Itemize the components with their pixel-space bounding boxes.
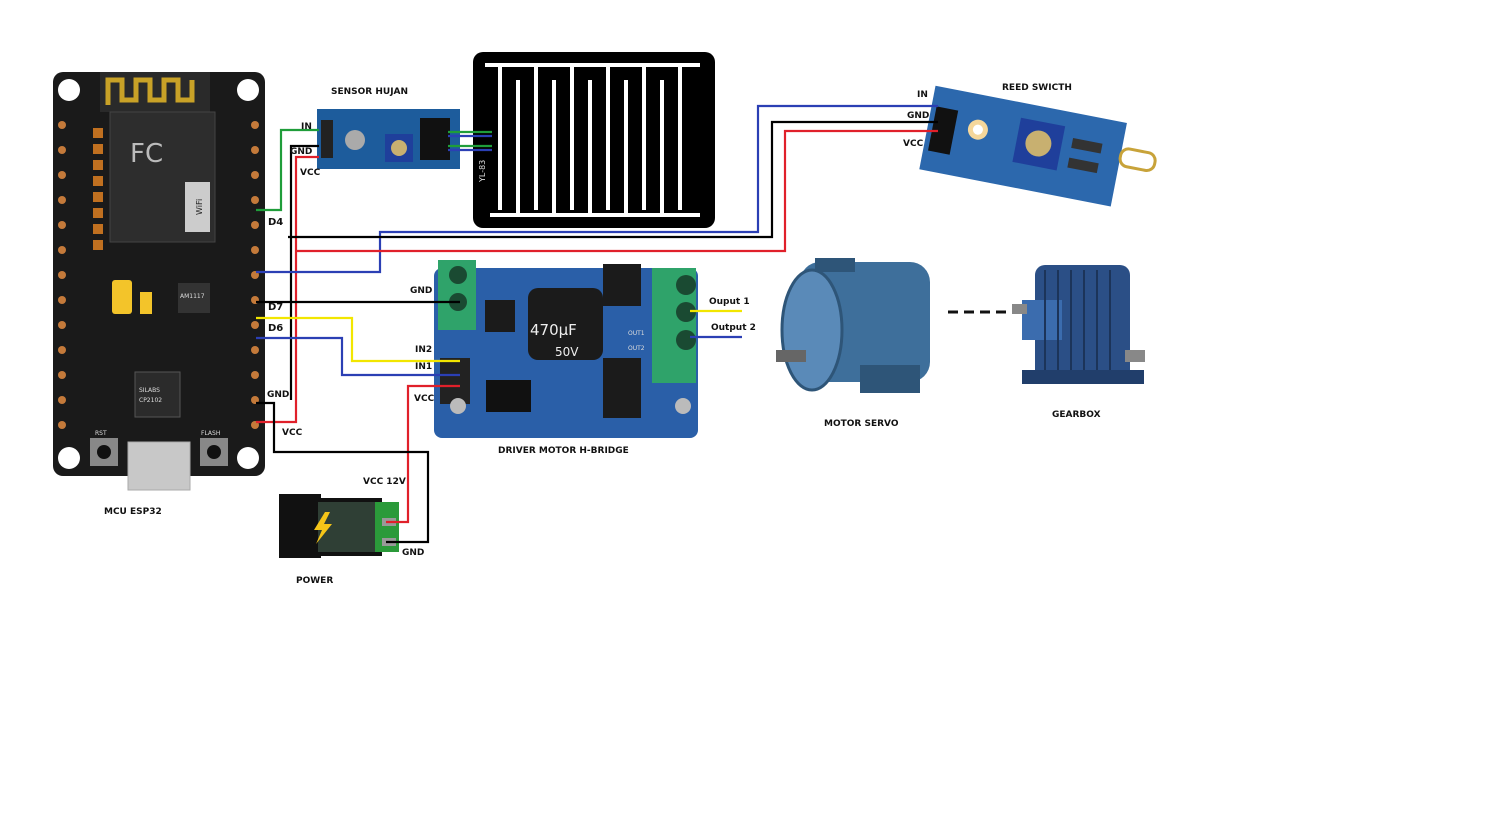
motor-image (776, 258, 930, 393)
power-gnd-label: GND (402, 548, 424, 558)
reed-gnd-label: GND (907, 111, 929, 121)
reed-switch-title: REED SWICTH (1002, 83, 1072, 93)
wire-rain-vcc-red (256, 155, 319, 424)
capacitor-value: 470µF (530, 321, 577, 339)
driver-gnd-label: GND (410, 286, 432, 296)
rain-sensor-gnd-label: GND (290, 147, 312, 157)
rst-label: RST (95, 430, 107, 437)
wire-reed-gnd-black (288, 120, 938, 239)
wire-in2-yellow (256, 316, 460, 363)
rain-sensor-vcc-label: VCC (300, 168, 321, 178)
pin-d6-label: D6 (268, 323, 283, 334)
wire-driver-vcc-red (386, 384, 460, 524)
capacitor-voltage: 50V (555, 345, 579, 359)
rain-sensor-module (317, 109, 460, 169)
lightning-bolt-icon (314, 512, 332, 544)
h-bridge-driver: 470µF 50V OUT1 OUT2 (434, 260, 698, 438)
power-title: POWER (296, 576, 333, 586)
driver-in2-label: IN2 (415, 345, 432, 355)
reed-in-label: IN (917, 90, 928, 100)
mcu-title: MCU ESP32 (104, 507, 162, 517)
wire-reed-vcc-red (296, 129, 938, 253)
driver-title: DRIVER MOTOR H-BRIDGE (498, 446, 629, 456)
reed-switch-module (919, 85, 1157, 207)
driver-in1-label: IN1 (415, 362, 432, 372)
gearbox-title: GEARBOX (1052, 410, 1101, 420)
pin-d7-label: D7 (268, 302, 283, 313)
regulator-marking: AM1117 (180, 293, 205, 300)
power-vcc-label: VCC 12V (363, 477, 406, 487)
rain-sensor-in-label: IN (301, 122, 312, 132)
output2-label: Output 2 (711, 323, 756, 333)
out1-marking: OUT1 (628, 330, 645, 337)
wire-rain-in-green (256, 128, 319, 212)
reed-vcc-label: VCC (903, 139, 924, 149)
wires (256, 104, 938, 544)
wifi-logo-text: WiFi (195, 199, 204, 215)
driver-vcc-label: VCC (414, 394, 435, 404)
usb-chip-marking: CP2102 (139, 397, 162, 404)
motor-title: MOTOR SERVO (824, 419, 899, 429)
svg-text:FC: FC (130, 139, 163, 169)
rain-sensor-title: SENSOR HUJAN (331, 87, 408, 97)
gearbox-image (1012, 265, 1145, 384)
wire-rain-gnd-black (289, 144, 319, 400)
esp32-board: FC WiFi AM1117 (53, 72, 265, 491)
wire-reed-in-blue (256, 104, 938, 274)
flash-label: FLASH (201, 430, 220, 437)
rain-plate-marking: YL-83 (478, 160, 487, 183)
rain-sensor-plate: YL-83 (473, 52, 715, 228)
wire-power-gnd-black (256, 401, 430, 544)
labels: SENSOR HUJAN IN GND VCC REED SWICTH IN G… (104, 83, 1101, 586)
out2-marking: OUT2 (628, 345, 645, 352)
mcu-vcc-label: VCC (282, 428, 303, 438)
pin-d4-label: D4 (268, 217, 283, 228)
usb-chip-brand: SILABS (139, 387, 160, 394)
output1-label: Ouput 1 (709, 297, 750, 307)
wire-in1-blue (256, 336, 460, 377)
mcu-gnd-label: GND (267, 390, 289, 400)
power-jack (279, 494, 399, 558)
